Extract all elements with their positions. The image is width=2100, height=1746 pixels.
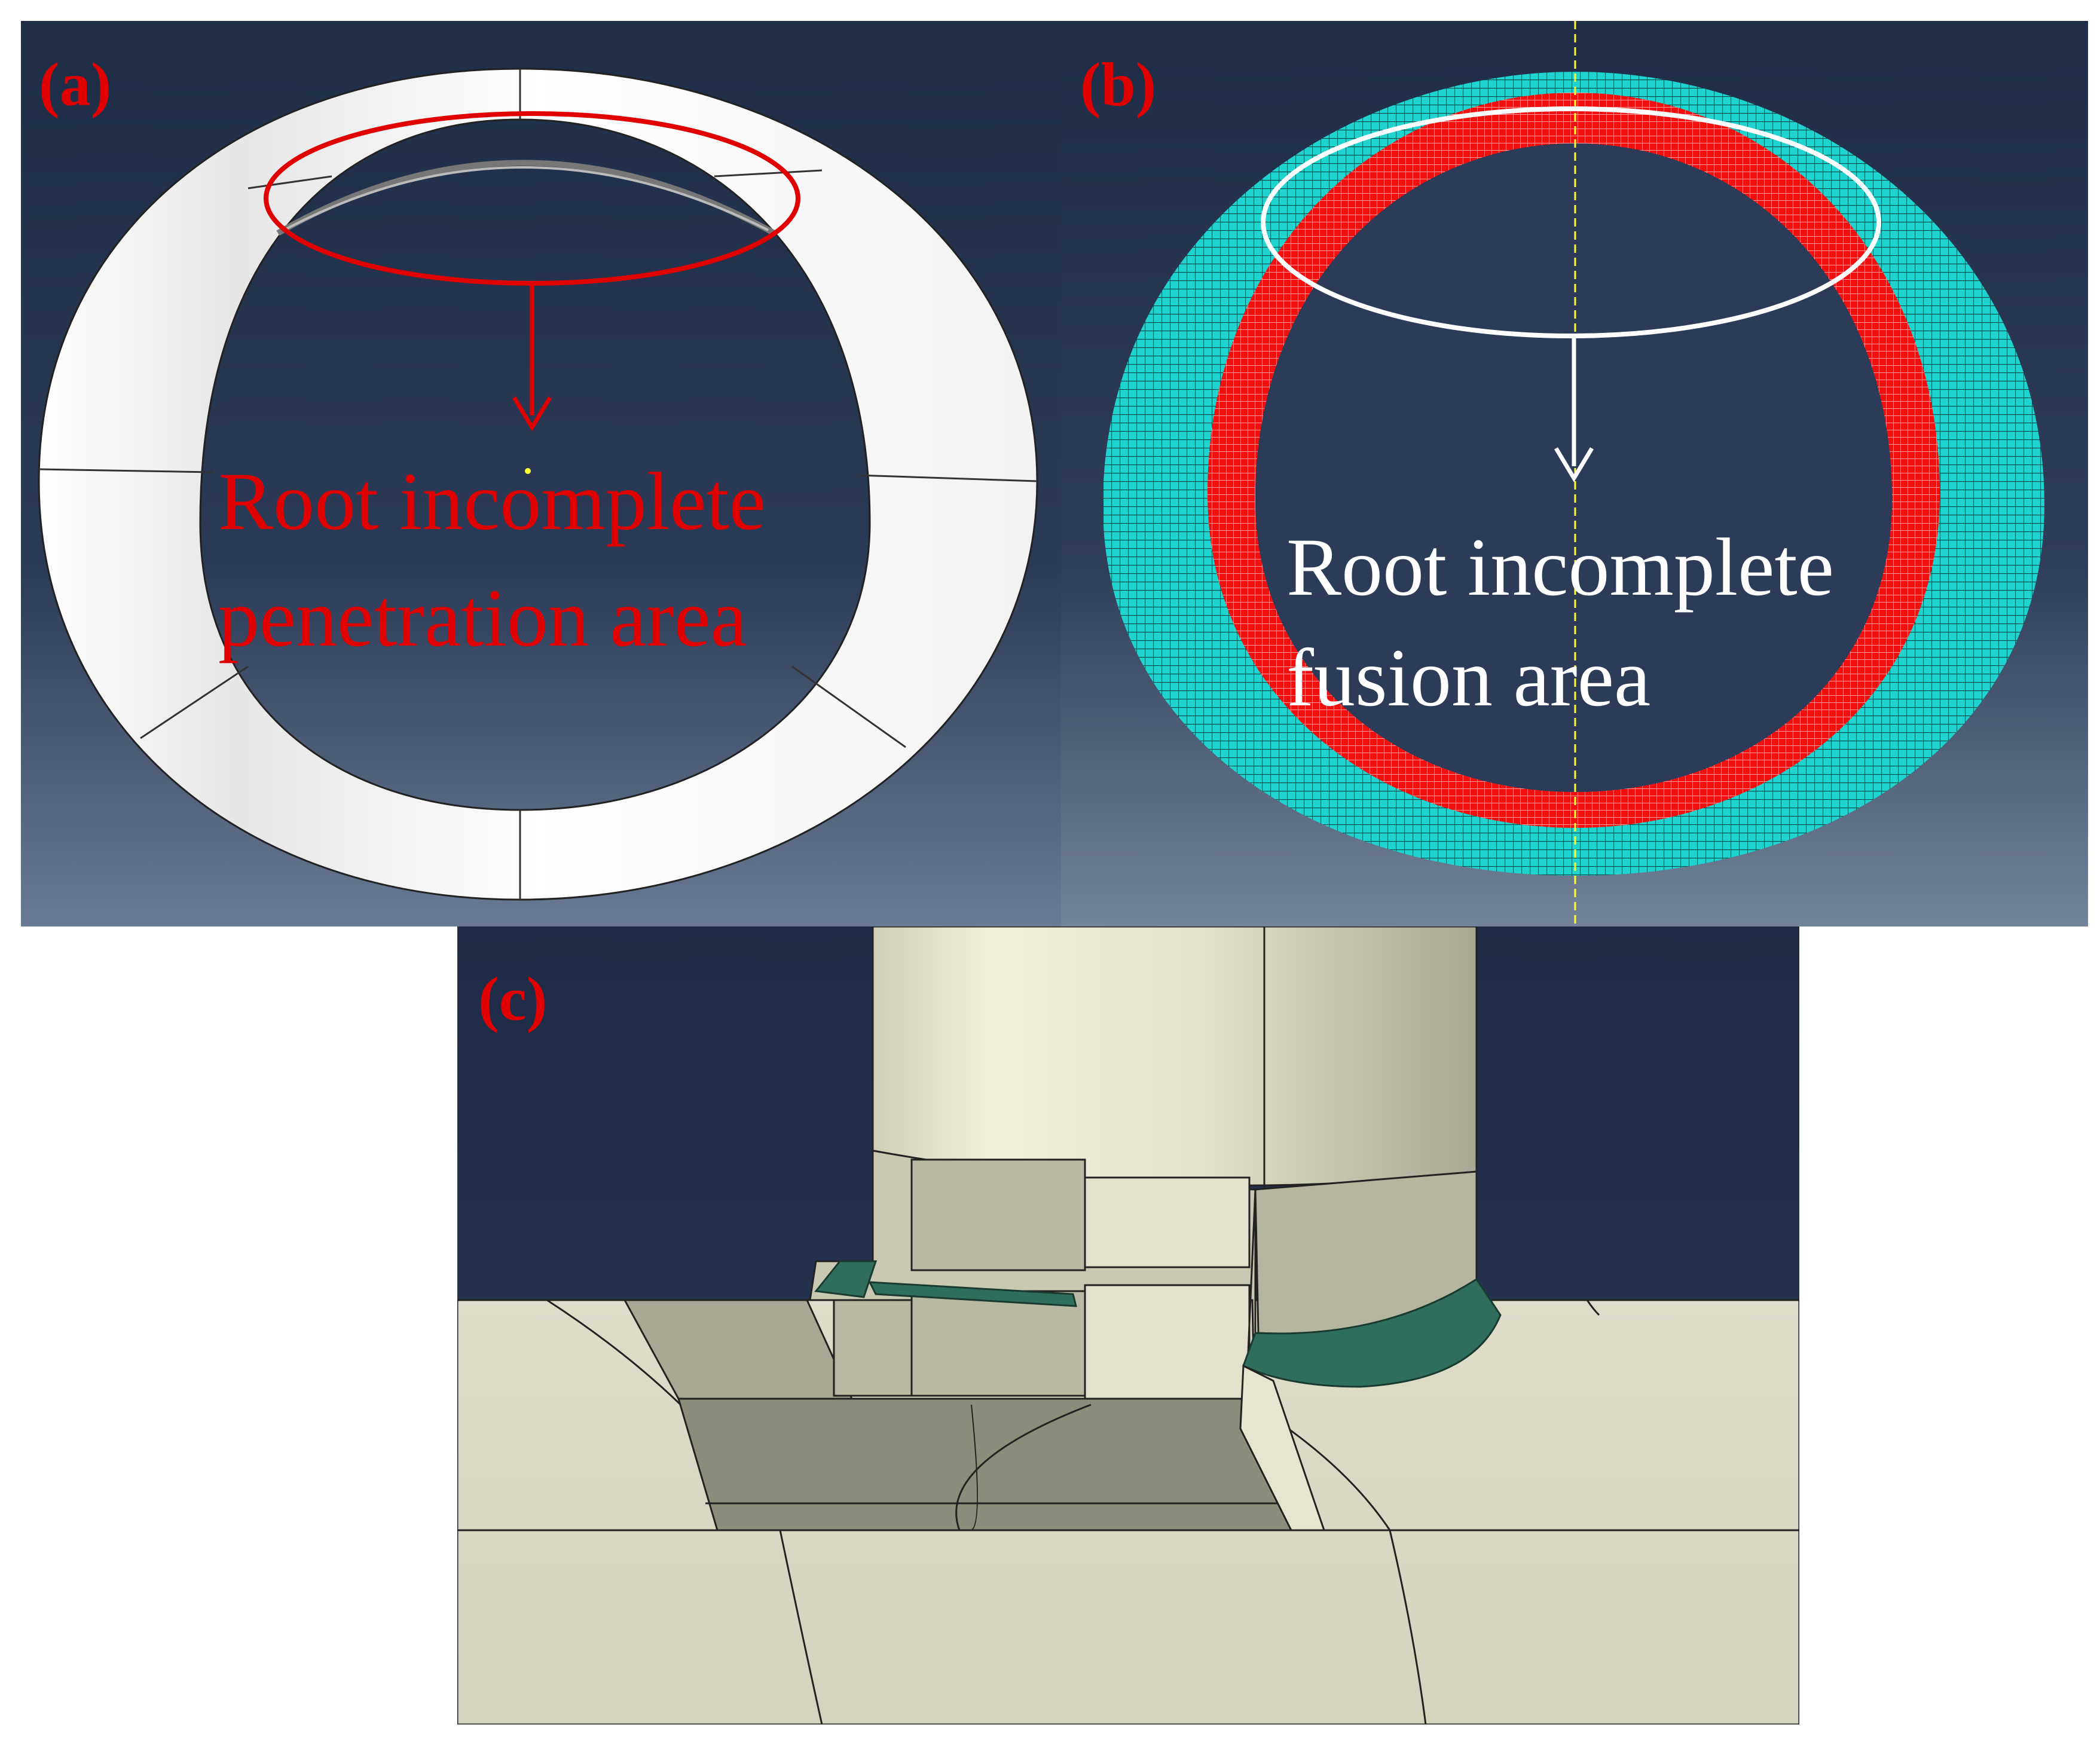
ring-partition-lines — [38, 69, 1038, 900]
panel-a-viewport — [21, 21, 1061, 926]
panel-a-annotation-line2: penetration area — [218, 572, 747, 663]
ring-hole — [1255, 143, 1892, 792]
panel-c: (c) — [457, 926, 1799, 1724]
panel-b-annotation-line1: Root incomplete — [1286, 521, 1835, 613]
cavity-floor — [677, 1398, 1326, 1531]
panel-b: (b) Root incomplete fusion area — [1061, 21, 2088, 926]
panel-a-label: (a) — [39, 50, 112, 119]
highlight-ellipse — [1261, 106, 1881, 338]
panel-b-annotation-line2: fusion area — [1286, 632, 1651, 723]
panel-a: (a) Root incomplete penetration area — [21, 21, 1061, 926]
branch-pipe-upper — [872, 926, 1478, 1187]
panel-b-viewport — [1061, 21, 2088, 926]
pipe-wall-section — [1239, 1364, 1326, 1531]
weld-bead-left — [814, 1260, 878, 1298]
panel-c-label: (c) — [478, 965, 548, 1033]
arrow-head — [512, 396, 552, 432]
arrow-head — [1554, 447, 1594, 482]
panel-a-annotation-line1: Root incomplete — [218, 455, 766, 547]
weld-bead-right — [1242, 1277, 1502, 1388]
root-groove — [276, 160, 776, 236]
panel-c-viewport — [457, 926, 1799, 1724]
weld-bead-root — [868, 1281, 1077, 1307]
panel-b-label: (b) — [1080, 50, 1157, 119]
